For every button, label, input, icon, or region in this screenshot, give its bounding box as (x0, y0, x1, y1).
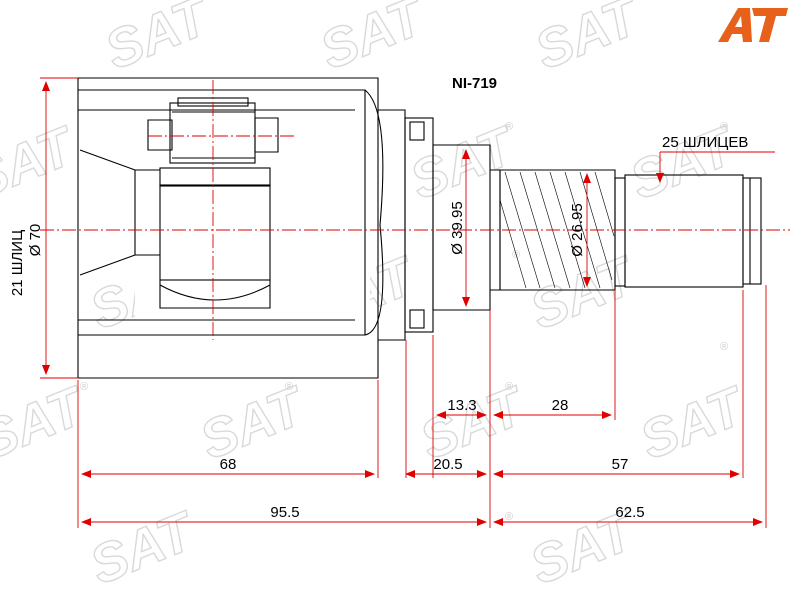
part-number: NI-719 (452, 75, 497, 92)
watermark: SAT (96, 0, 220, 82)
label-diameter-outer: Ø 70 (27, 224, 44, 257)
dim-57: 57 (612, 456, 629, 473)
dim-20-5: 20.5 (433, 456, 462, 473)
watermark-mark: ® (285, 381, 293, 393)
joint-housing (77, 77, 384, 379)
svg-text:SAT: SAT (527, 0, 650, 81)
dim-62-5: 62.5 (615, 504, 644, 521)
dimension-lines (42, 81, 775, 526)
watermark: SAT (411, 374, 535, 471)
label-diameter-flange: Ø 39.95 (449, 201, 466, 254)
label-spline-count-shaft: 25 ШЛИЦЕВ (662, 134, 748, 151)
svg-text:SAT: SAT (522, 245, 645, 341)
label-spline-count-outer: 21 ШЛИЦ (9, 230, 26, 296)
svg-text:SAT: SAT (97, 0, 220, 81)
watermark-mark: ® (505, 121, 513, 133)
watermark-mark: ® (505, 381, 513, 393)
watermark-mark: ® (505, 511, 513, 523)
watermark: SAT (631, 374, 755, 471)
watermark-mark: ® (720, 341, 728, 353)
dim-95-5: 95.5 (270, 504, 299, 521)
brand-logo: AT (718, 8, 788, 42)
svg-text:SAT: SAT (312, 0, 435, 81)
watermark: SAT (0, 114, 85, 211)
svg-text:SAT: SAT (192, 375, 315, 471)
watermark-mark: ® (720, 121, 728, 133)
watermark-mark: ® (80, 381, 88, 393)
watermark: SAT (81, 499, 205, 596)
svg-text:SAT: SAT (412, 375, 535, 471)
dim-68: 68 (220, 456, 237, 473)
dim-13-3: 13.3 (447, 397, 476, 414)
watermark: SAT (191, 374, 315, 471)
watermark: SAT (526, 0, 650, 82)
svg-text:SAT: SAT (0, 115, 85, 211)
extension-lines (40, 77, 767, 528)
label-diameter-spline: Ø 26.95 (569, 203, 586, 256)
watermark: SAT (311, 0, 435, 82)
svg-text:SAT: SAT (632, 375, 755, 471)
watermark: SAT (521, 244, 645, 341)
dim-28: 28 (552, 397, 569, 414)
svg-text:SAT: SAT (82, 500, 205, 596)
center-lines (40, 80, 790, 340)
